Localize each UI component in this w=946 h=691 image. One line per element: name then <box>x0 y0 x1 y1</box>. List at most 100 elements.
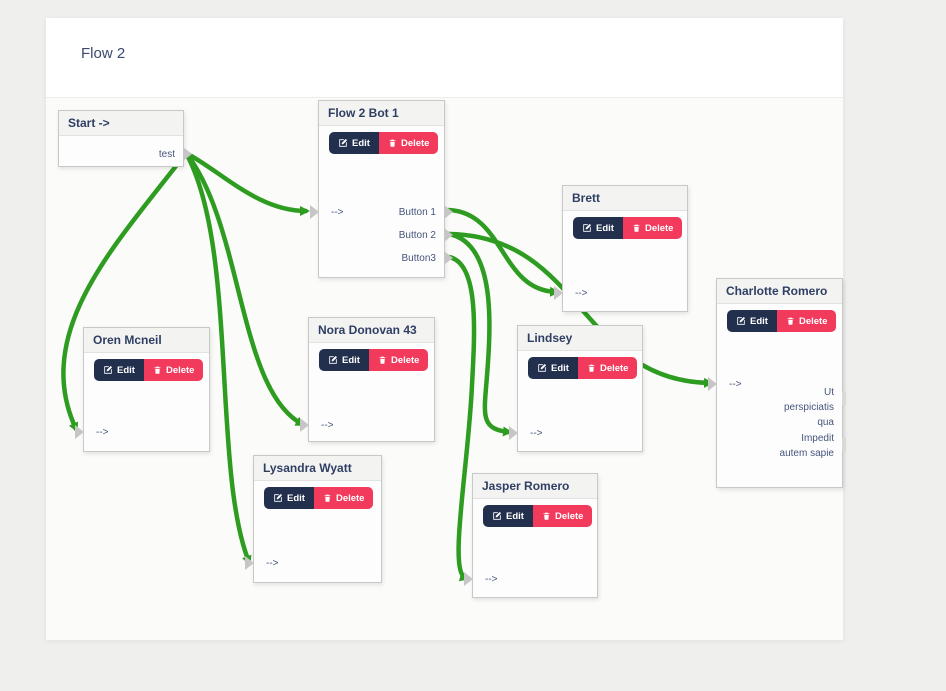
input-port[interactable] <box>310 205 319 219</box>
node-actions: Edit Delete <box>329 132 439 154</box>
connection start:test -> lysandra-wyatt:input[interactable] <box>183 150 252 566</box>
input-label: --> <box>530 427 543 439</box>
input-label: --> <box>96 426 109 438</box>
output-port-2[interactable] <box>842 437 846 452</box>
node-title-start: Start -> <box>59 111 183 136</box>
node-title-brett: Brett <box>563 186 687 211</box>
edit-icon <box>538 364 546 372</box>
connection start:test -> flow-2-bot-1:input[interactable] <box>183 150 310 216</box>
input-port[interactable] <box>300 418 309 432</box>
node-title-flow-2-bot-1: Flow 2 Bot 1 <box>319 101 444 126</box>
node-title-charlotte-romero: Charlotte Romero <box>717 279 842 304</box>
edit-button[interactable]: Edit <box>483 505 533 527</box>
trash-icon <box>154 366 161 374</box>
edit-button[interactable]: Edit <box>94 359 144 381</box>
edit-icon <box>493 512 501 520</box>
delete-button-label: Delete <box>644 222 674 234</box>
input-row: --> <box>509 424 642 442</box>
edit-button[interactable]: Edit <box>727 310 777 332</box>
input-label: --> <box>485 573 498 585</box>
delete-button-label: Delete <box>165 364 195 376</box>
edit-button[interactable]: Edit <box>528 357 578 379</box>
edit-button[interactable]: Edit <box>319 349 369 371</box>
delete-button-label: Delete <box>390 354 420 366</box>
delete-button-label: Delete <box>335 492 365 504</box>
edit-icon <box>274 494 282 502</box>
input-port[interactable] <box>464 572 473 586</box>
output-label-1: Ut perspiciatis qua <box>783 387 834 428</box>
delete-button[interactable]: Delete <box>313 487 374 509</box>
node-title-nora-donovan-43: Nora Donovan 43 <box>309 318 434 343</box>
input-row: --> <box>300 416 434 434</box>
output-label: Button 2 <box>398 229 436 241</box>
connection flow-2-bot-1:Button3 -> jasper-romero:input[interactable] <box>446 254 477 582</box>
output-label-2: Impedit autem sapie <box>779 433 834 459</box>
edit-button-label: Edit <box>342 354 360 366</box>
delete-button[interactable]: Delete <box>532 505 593 527</box>
edit-button-label: Edit <box>117 364 135 376</box>
edit-button-label: Edit <box>551 362 569 374</box>
input-row: --> <box>554 284 687 302</box>
delete-button-label: Delete <box>599 362 629 374</box>
output-port[interactable] <box>444 228 453 242</box>
delete-button[interactable]: Delete <box>577 357 638 379</box>
delete-button[interactable]: Delete <box>776 310 837 332</box>
flow-title-bar: Flow 2 <box>46 18 843 98</box>
delete-button[interactable]: Delete <box>143 359 204 381</box>
input-port[interactable] <box>509 426 518 440</box>
trash-icon <box>324 494 331 502</box>
input-row: --> <box>464 570 597 588</box>
delete-button-label: Delete <box>554 510 584 522</box>
trash-icon <box>389 139 396 147</box>
output-port-1[interactable] <box>842 391 846 406</box>
node-actions: Edit Delete <box>94 359 204 381</box>
output-row: Button 1 <box>319 203 453 221</box>
node-actions: Edit Delete <box>573 217 683 239</box>
connection flow-2-bot-1:Button 1 -> brett:input[interactable] <box>446 207 560 297</box>
output-row: Button 2 <box>319 226 453 244</box>
input-port[interactable] <box>554 286 563 300</box>
delete-button-label: Delete <box>798 315 828 327</box>
edit-icon <box>583 224 591 232</box>
delete-button[interactable]: Delete <box>378 132 439 154</box>
edit-button[interactable]: Edit <box>329 132 379 154</box>
edit-button-label: Edit <box>506 510 524 522</box>
flow-node-start[interactable]: Start -> test <box>58 110 192 167</box>
trash-icon <box>633 224 640 232</box>
node-title-lysandra-wyatt: Lysandra Wyatt <box>254 456 381 481</box>
input-port[interactable] <box>75 425 84 439</box>
edit-button-label: Edit <box>596 222 614 234</box>
flow-node-nora-donovan-43[interactable]: Nora Donovan 43 Edit Delete --> <box>300 317 435 442</box>
input-port[interactable] <box>245 556 254 570</box>
output-port[interactable] <box>444 205 453 219</box>
node-title-lindsey: Lindsey <box>518 326 642 351</box>
output-label: Button3 <box>401 252 436 264</box>
connection flow-2-bot-1:Button 2 -> lindsey:input[interactable] <box>446 231 513 437</box>
edit-button-label: Edit <box>287 492 305 504</box>
edit-button[interactable]: Edit <box>573 217 623 239</box>
trash-icon <box>543 512 550 520</box>
edit-icon <box>329 356 337 364</box>
input-label: --> <box>266 557 279 569</box>
output-label: test <box>158 148 175 160</box>
trash-icon <box>379 356 386 364</box>
connection start:test -> oren-mcneil:input[interactable] <box>61 150 189 433</box>
edit-icon <box>104 366 112 374</box>
output-port[interactable] <box>183 147 192 161</box>
output-port[interactable] <box>444 251 453 265</box>
input-port[interactable] <box>708 377 717 391</box>
edit-button[interactable]: Edit <box>264 487 314 509</box>
delete-button[interactable]: Delete <box>622 217 683 239</box>
delete-button[interactable]: Delete <box>368 349 429 371</box>
node-actions: Edit Delete <box>528 357 638 379</box>
delete-button-label: Delete <box>400 137 430 149</box>
connection start:test -> nora-donovan-43:input[interactable] <box>183 150 306 427</box>
